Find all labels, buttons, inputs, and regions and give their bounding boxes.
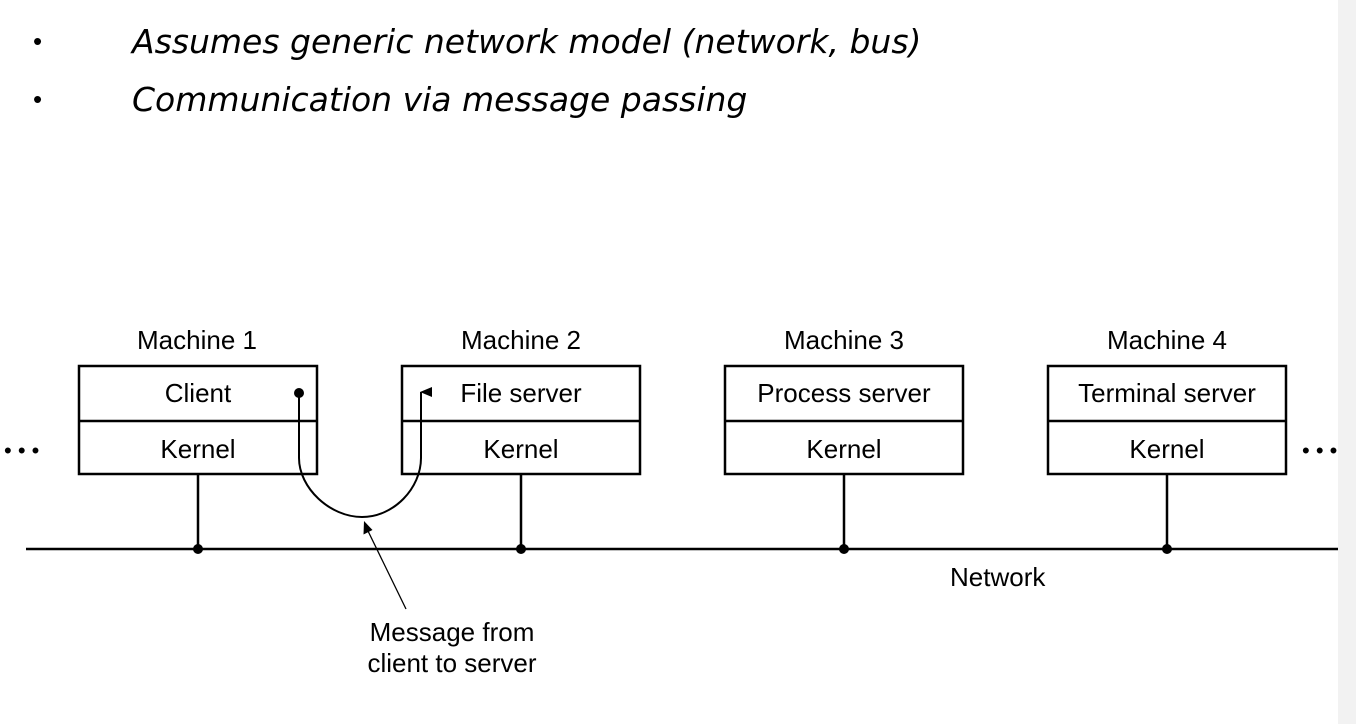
machine-label: Machine 1 [137,325,257,355]
bullet-text: Assumes generic network model (network, … [132,22,922,61]
bus-junction-dot [193,544,203,554]
message-caption-line-2: client to server [367,648,536,678]
slide-edge-strip [1338,0,1356,724]
machine-2: Machine 2 File server Kernel [400,325,642,554]
bus-junction-dot [1162,544,1172,554]
bullet-item: • Assumes generic network model (network… [0,22,1300,78]
bullet-text: Communication via message passing [132,80,748,119]
caption-pointer-arrowhead [363,521,373,535]
process-label: Terminal server [1078,378,1256,408]
network-label: Network [950,562,1046,592]
process-label: Process server [757,378,931,408]
process-label: File server [460,378,582,408]
machine-1: Machine 1 Client Kernel [77,325,319,554]
machine-label: Machine 2 [461,325,581,355]
kernel-label: Kernel [160,434,235,464]
kernel-label: Kernel [806,434,881,464]
left-ellipsis: • • • [4,438,39,463]
process-label: Client [165,378,232,408]
machine-label: Machine 4 [1107,325,1227,355]
machine-3: Machine 3 Process server Kernel [723,325,965,554]
message-caption-line-1: Message from [370,617,535,647]
bullet-item: • Communication via message passing [0,80,1300,136]
machine-4: Machine 4 Terminal server Kernel [1046,325,1288,554]
message-path-arrow [298,387,432,519]
machine-label: Machine 3 [784,325,904,355]
caption-pointer-line [367,530,407,610]
kernel-label: Kernel [483,434,558,464]
bus-junction-dot [839,544,849,554]
bus-junction-dot [516,544,526,554]
bullet-icon: • [33,84,43,114]
kernel-label: Kernel [1129,434,1204,464]
right-ellipsis: • • • [1302,438,1337,463]
bullet-icon: • [33,26,43,56]
